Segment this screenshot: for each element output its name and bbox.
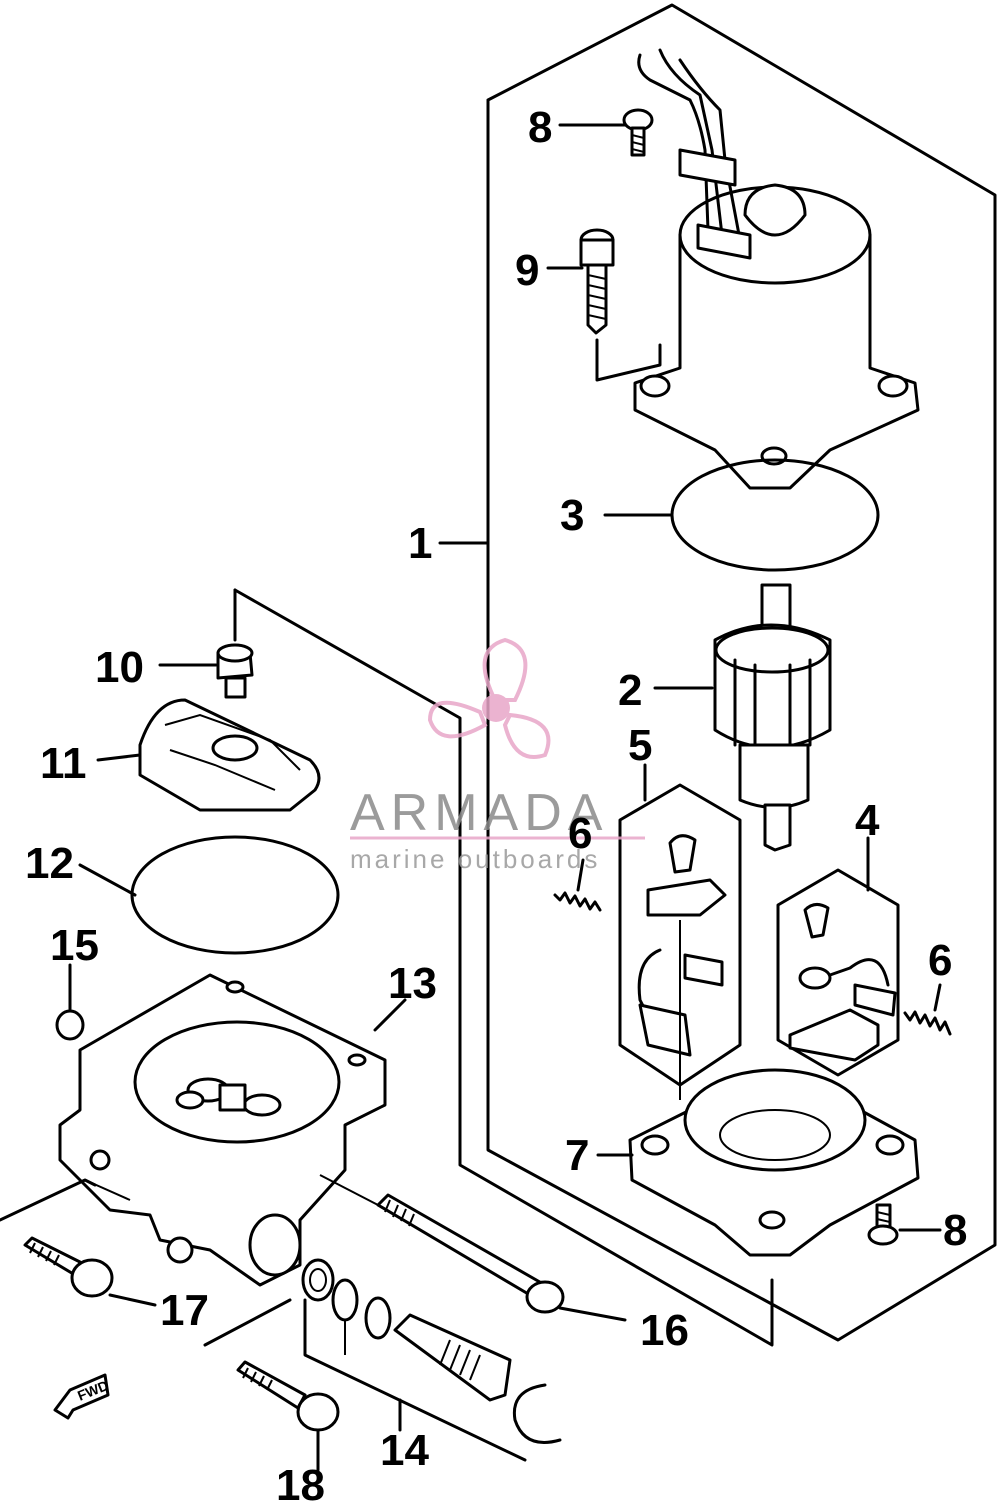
watermark-subtitle: marine outboards — [350, 844, 600, 874]
label-part-15: 15 — [50, 921, 99, 970]
part-10 — [216, 643, 254, 699]
fwd-direction-marker: FWD — [53, 1373, 111, 1420]
label-part-2: 2 — [618, 666, 642, 715]
armada-watermark: ARMADA marine outboards — [350, 637, 645, 874]
spring-6-left — [553, 891, 602, 912]
screw-8-top — [622, 108, 654, 157]
label-part-8-bottom: 8 — [943, 1206, 967, 1255]
label-part-5: 5 — [628, 721, 652, 770]
spring-6-right — [903, 1010, 952, 1036]
label-part-17: 17 — [160, 1286, 209, 1335]
brush-holder-4 — [776, 868, 900, 1077]
bolt-9 — [579, 228, 662, 382]
label-part-6-right: 6 — [928, 936, 952, 985]
o-ring-15 — [55, 1009, 85, 1041]
label-part-13: 13 — [388, 959, 437, 1008]
label-part-1: 1 — [408, 519, 432, 568]
valve-assembly-14 — [301, 1258, 562, 1462]
leader-lines — [68, 123, 942, 1472]
screw-8-bottom — [867, 1203, 899, 1246]
brush-holder-5 — [618, 783, 742, 1100]
bolt-18 — [203, 1298, 340, 1432]
label-part-9: 9 — [515, 246, 539, 295]
cover-11 — [138, 698, 321, 812]
end-cap-7 — [628, 1068, 920, 1257]
label-part-4: 4 — [855, 796, 880, 845]
pump-body-13 — [58, 973, 387, 1287]
motor-housing — [633, 48, 920, 490]
label-part-11: 11 — [40, 739, 87, 788]
label-part-18: 18 — [276, 1461, 325, 1505]
label-part-12: 12 — [25, 839, 74, 888]
label-part-8-top: 8 — [528, 103, 552, 152]
label-part-10: 10 — [95, 643, 144, 692]
assembly-1-outline — [233, 3, 997, 1347]
part-labels: 1 2 3 4 5 6 6 7 8 8 9 10 11 12 13 14 15 … — [25, 103, 967, 1510]
label-part-14: 14 — [380, 1426, 429, 1475]
bolt-16 — [319, 1174, 565, 1314]
propeller-logo — [427, 637, 551, 759]
label-part-7: 7 — [565, 1131, 589, 1180]
bolt-17 — [0, 1178, 131, 1298]
watermark-title: ARMADA — [350, 784, 608, 842]
armature — [713, 583, 832, 852]
label-part-3: 3 — [560, 491, 584, 540]
label-part-6-left: 6 — [568, 809, 592, 858]
label-part-16: 16 — [640, 1306, 689, 1355]
o-ring-12 — [130, 835, 340, 955]
